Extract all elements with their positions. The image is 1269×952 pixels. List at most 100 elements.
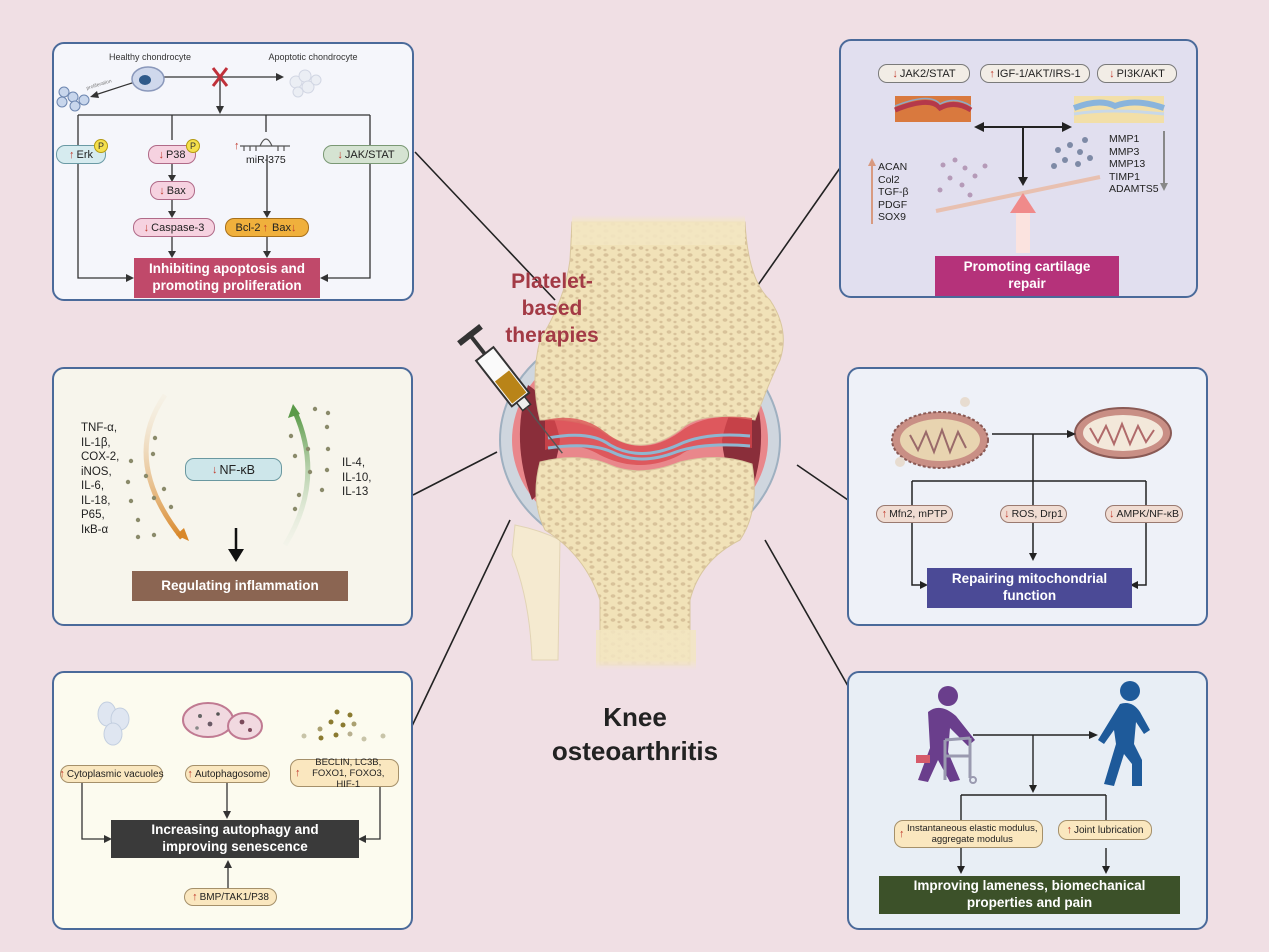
tibia [535,456,755,666]
catabolic-markers-list: MMP1 MMP3 MMP13 TIMP1 ADAMTS5 [1109,133,1159,196]
down-arrow-icon: ↓ [291,221,297,234]
node-cytoplasmic-vacuoles: ↑Cytoplasmic vacuoles [59,765,164,783]
marker: TGF-β [878,186,909,198]
down-arrow-icon: ↓ [892,67,898,80]
cytokine: IL-13 [342,486,369,498]
up-arrow-icon: ↑ [262,221,269,234]
node-label: ROS, Drp1 [1011,508,1063,520]
marker: TIMP1 [1109,170,1140,183]
node-elastic-modulus: ↑Instantaneous elastic modulus, aggregat… [894,820,1043,848]
node-label: BMP/TAK1/P38 [199,891,269,903]
fibula [511,524,561,661]
down-arrow-icon: ↓ [159,184,165,197]
marker: ACAN [878,161,908,173]
node-label: Cytoplasmic vacuoles [66,768,164,780]
cytokine: iNOS, [81,465,112,478]
node-joint-lubrication: ↑Joint lubrication [1058,820,1152,840]
up-arrow-icon: ↑ [295,766,301,779]
up-arrow-icon: ↑ [989,67,995,80]
pathway-label: IGF-1/AKT/IRS-1 [996,67,1081,80]
damaged-cartilage [545,416,752,465]
therapy-line-3: therapies [505,324,599,347]
outcome-autophagy: Increasing autophagy and improving senes… [111,820,359,858]
marker: PDGF [878,198,908,211]
node-p38: ↓P38 [148,145,196,164]
marker: MMP13 [1109,158,1146,170]
up-arrow-icon: ↑ [234,140,240,152]
cytokine: P65, [81,509,105,521]
down-arrow-icon: ↓ [143,221,150,234]
up-arrow-icon: ↑ [59,768,65,780]
node-bax: ↓Bax [150,181,195,200]
node-label: Bcl-2 [235,221,261,234]
marker: MMP3 [1109,145,1140,158]
node-label: Bax [272,221,292,234]
phosphorylation-badge: P [94,139,108,153]
node-bmp-tak1-p38: ↑BMP/TAK1/P38 [184,888,277,906]
healthy-chondrocyte-label: Healthy chondrocyte [108,52,192,62]
marker: MMP1 [1109,133,1140,145]
down-arrow-icon: ↓ [337,148,343,161]
node-mfn2-mptp: ↑Mfn2, mPTP [876,505,953,523]
down-arrow-icon: ↓ [158,148,164,161]
down-arrow-icon: ↓ [1004,508,1010,520]
cytokine: IL-18, [81,494,111,507]
down-arrow-icon: ↓ [1109,508,1115,520]
node-mir375: ↑ [234,140,242,152]
up-arrow-icon: ↑ [1066,824,1073,836]
disease-line-1: Knee [603,702,667,732]
node-label: Caspase-3 [151,221,205,234]
pathway-jak2-stat: ↓JAK2/STAT [878,64,970,83]
node-label: BECLIN, LC3B, FOXO1, FOXO3, HIF-1 [312,756,385,790]
up-arrow-icon: ↑ [187,768,193,780]
marker: ADAMTS5 [1109,183,1159,195]
disease-label: Knee osteoarthritis [520,700,750,768]
pathway-igf1-akt-irs1: ↑IGF-1/AKT/IRS-1 [980,64,1090,83]
down-arrow-icon: ↓ [212,463,218,476]
pathway-label: PI3K/AKT [1116,67,1165,80]
therapy-line-1: Platelet- [511,270,593,293]
node-label: Mfn2, mPTP [889,508,948,520]
disease-line-2: osteoarthritis [551,736,719,766]
anabolic-markers-list: ACAN Col2 TGF-β PDGF SOX9 [878,161,909,224]
node-label: AMPK/NF-κB [1116,508,1179,520]
cytokine: IL-1β, [81,436,111,449]
up-arrow-icon: ↑ [192,891,198,903]
marker: Col2 [878,173,900,186]
up-arrow-icon: ↑ [899,827,905,840]
marker: SOX9 [878,211,907,223]
node-erk: ↑Erk [56,145,106,164]
up-arrow-icon: ↑ [881,508,888,520]
cytokine: COX-2, [81,451,120,463]
therapy-line-2: based [521,297,583,320]
node-label: Instantaneous elastic modulus, aggregate… [907,823,1038,845]
node-label: P38 [165,148,186,161]
cytokine: IL-4, [342,457,366,469]
anti-inflammatory-list: IL-4, IL-10, IL-13 [342,456,371,500]
cytokine: IL-6, [81,480,105,492]
node-ros-drp1: ↓ROS, Drp1 [1000,505,1067,523]
syringe-icon [457,324,563,454]
cytokine: IL-10, [342,471,372,484]
node-beclin-lc3b-foxo: ↑ BECLIN, LC3B, FOXO1, FOXO3, HIF-1 [290,756,399,790]
therapy-label: Platelet- based therapies [482,268,622,349]
outcome-inflammation: Regulating inflammation [132,571,348,601]
cytokine: IκB-α [81,523,109,536]
node-label: Bax [166,184,186,197]
pathway-label: JAK2/STAT [899,67,956,80]
outcome-apoptosis: Inhibiting apoptosis and promoting proli… [134,258,320,298]
node-bcl2-bax: Bcl-2↑Bax↓ [225,218,309,237]
node-label: JAK/STAT [344,148,395,161]
femur [534,221,784,446]
node-caspase-3: ↓Caspase-3 [133,218,215,237]
node-ampk-nfkb: ↓AMPK/NF-κB [1105,505,1183,523]
down-arrow-icon: ↓ [1109,67,1115,80]
apoptotic-chondrocyte-label: Apoptotic chondrocyte [268,52,358,62]
pathway-pi3k-akt: ↓PI3K/AKT [1097,64,1177,83]
outcome-cartilage: Promoting cartilage repair [935,256,1119,296]
outcome-lameness: Improving lameness, biomechanical proper… [879,876,1180,914]
node-label: Joint lubrication [1074,824,1144,836]
node-autophagosome: ↑Autophagosome [185,765,270,783]
node-label: NF-κB [219,462,255,477]
